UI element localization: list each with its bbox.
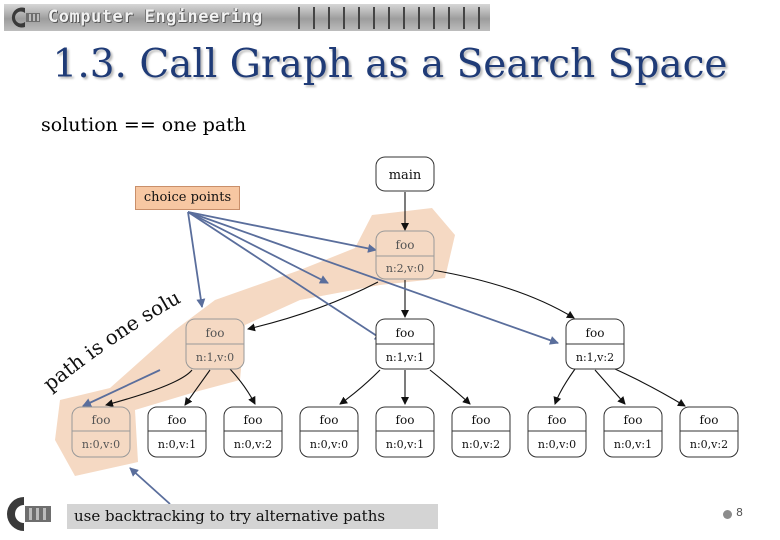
graph-node: foo n:0,v:2: [451, 406, 511, 458]
footer-note: use backtracking to try alternative path…: [67, 504, 438, 529]
node-label: foo: [396, 326, 415, 340]
graph-node: foo n:1,v:1: [375, 318, 435, 370]
graph-node: foo n:0,v:1: [375, 406, 435, 458]
graph-node: foo n:1,v:2: [565, 318, 625, 370]
header-banner: Computer Engineering: [4, 4, 490, 31]
node-sub: n:0,v:1: [386, 438, 424, 451]
node-sub: n:0,v:0: [310, 438, 348, 451]
page-number: 8: [736, 506, 743, 519]
node-label: main: [389, 168, 422, 183]
graph-node: foo n:0,v:0: [299, 406, 359, 458]
node-label: foo: [586, 326, 605, 340]
solution-path-highlight: [55, 208, 455, 476]
node-label: foo: [548, 413, 567, 427]
graph-node: main: [375, 156, 435, 192]
node-label: foo: [396, 413, 415, 427]
graph-node: foo n:1,v:0: [185, 318, 245, 370]
node-label: foo: [206, 326, 225, 340]
node-sub: n:1,v:0: [196, 351, 234, 364]
node-label: foo: [92, 413, 111, 427]
node-label: foo: [624, 413, 643, 427]
node-sub: n:2,v:0: [386, 262, 424, 275]
node-label: foo: [700, 413, 719, 427]
node-sub: n:1,v:1: [386, 351, 424, 364]
node-label: foo: [472, 413, 491, 427]
node-sub: n:0,v:0: [538, 438, 576, 451]
node-label: foo: [168, 413, 187, 427]
page-bullet-icon: [723, 510, 732, 519]
banner-stripes: [298, 7, 480, 29]
node-sub: n:1,v:2: [576, 351, 614, 364]
node-sub: n:0,v:2: [690, 438, 728, 451]
graph-node: foo n:0,v:2: [679, 406, 739, 458]
node-label: foo: [320, 413, 339, 427]
node-sub: n:0,v:0: [82, 438, 120, 451]
graph-nodes: main foo n:2,v:0 foo n:1,v:0 foo n:1,v:1…: [71, 156, 739, 458]
slide-title: 1.3. Call Graph as a Search Space: [52, 42, 728, 87]
node-sub: n:0,v:2: [462, 438, 500, 451]
slide-subtitle: solution == one path: [41, 114, 247, 136]
graph-node: foo n:0,v:0: [71, 406, 131, 458]
graph-node: foo n:0,v:2: [223, 406, 283, 458]
graph-node: foo n:2,v:0: [375, 230, 435, 280]
graph-node: foo n:0,v:1: [147, 406, 207, 458]
node-label: foo: [396, 238, 415, 252]
graph-node: foo n:0,v:1: [603, 406, 663, 458]
node-sub: n:0,v:1: [158, 438, 196, 451]
graph-node: foo n:0,v:0: [527, 406, 587, 458]
node-sub: n:0,v:2: [234, 438, 272, 451]
footer-logo-icon: [7, 497, 51, 531]
node-label: foo: [244, 413, 263, 427]
node-sub: n:0,v:1: [614, 438, 652, 451]
logo-icon: [11, 7, 40, 28]
banner-text: Computer Engineering: [48, 7, 263, 27]
choice-points-label: choice points: [135, 186, 240, 210]
